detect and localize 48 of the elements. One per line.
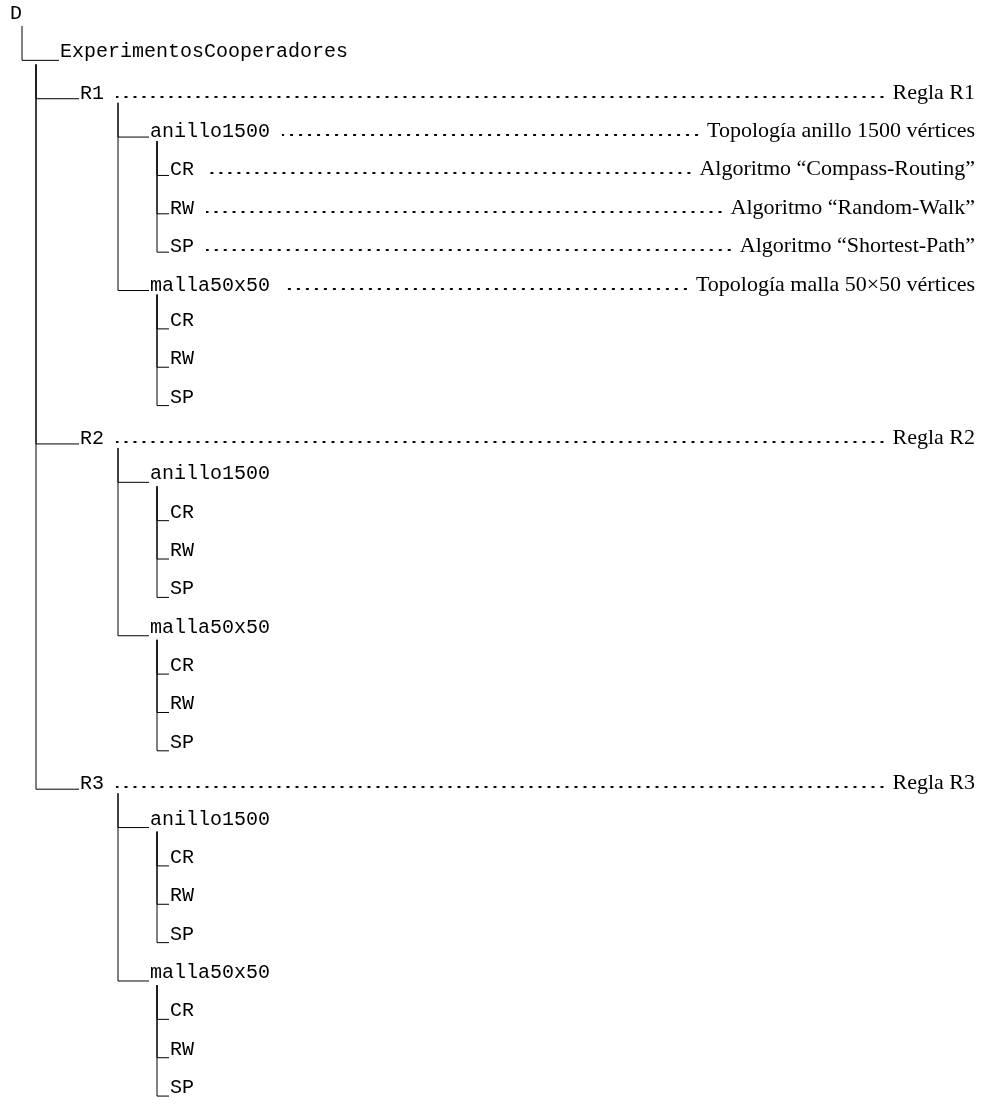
folder-name: CR [170,845,194,870]
tree-connector [21,25,60,61]
folder-name: D [10,2,22,26]
folder-name: ExperimentosCooperadores [60,40,349,65]
folder-name: RW [170,692,194,717]
description-text: Regla R1 [892,78,975,105]
tree-connector [156,140,170,253]
folder-name: RW [170,1037,194,1062]
folder-name: CR [170,999,194,1024]
tree-connector [156,639,170,752]
folder-name: malla50x50 [150,961,271,985]
folder-name: CR [170,654,194,679]
description-text: Algoritmo “Compass-Routing” [699,155,975,182]
folder-name: anillo1500 [150,120,271,145]
folder-name: anillo1500 [150,807,271,832]
description-text: Algoritmo “Shortest-Path” [739,232,975,259]
folder-name: CR [170,308,194,333]
tree-connector [156,294,170,407]
folder-name: SP [170,730,194,755]
tree-connector [156,984,170,1097]
tree-connector [117,792,150,982]
folder-name: RW [170,196,194,221]
tree-connector [156,831,170,944]
folder-name: SP [170,922,194,947]
folder-name: R3 [80,772,104,797]
tree-connector [117,102,150,291]
folder-name: RW [170,539,194,564]
folder-name: RW [170,347,194,372]
folder-name: SP [170,385,194,410]
folder-name: SP [170,577,194,602]
description-text: Topología malla 50×50 vértices [695,270,975,297]
description-text: Algoritmo “Random-Walk” [730,193,975,220]
folder-name: CR [170,500,194,525]
description-text: Topología anillo 1500 vértices [707,117,975,144]
tree-connector [35,63,80,790]
folder-name: SP [170,1076,194,1101]
folder-name: SP [170,235,194,260]
folder-name: anillo1500 [150,462,271,487]
tree-connector [117,447,150,637]
folder-name: CR [170,158,194,183]
folder-name: RW [170,884,194,909]
folder-name: malla50x50 [150,615,271,640]
description-text: Regla R3 [892,769,975,796]
folder-name: R1 [80,81,104,106]
tree-connector [156,485,170,598]
folder-name: R2 [80,426,104,451]
description-text: Regla R2 [892,423,975,450]
folder-name: malla50x50 [150,273,271,298]
